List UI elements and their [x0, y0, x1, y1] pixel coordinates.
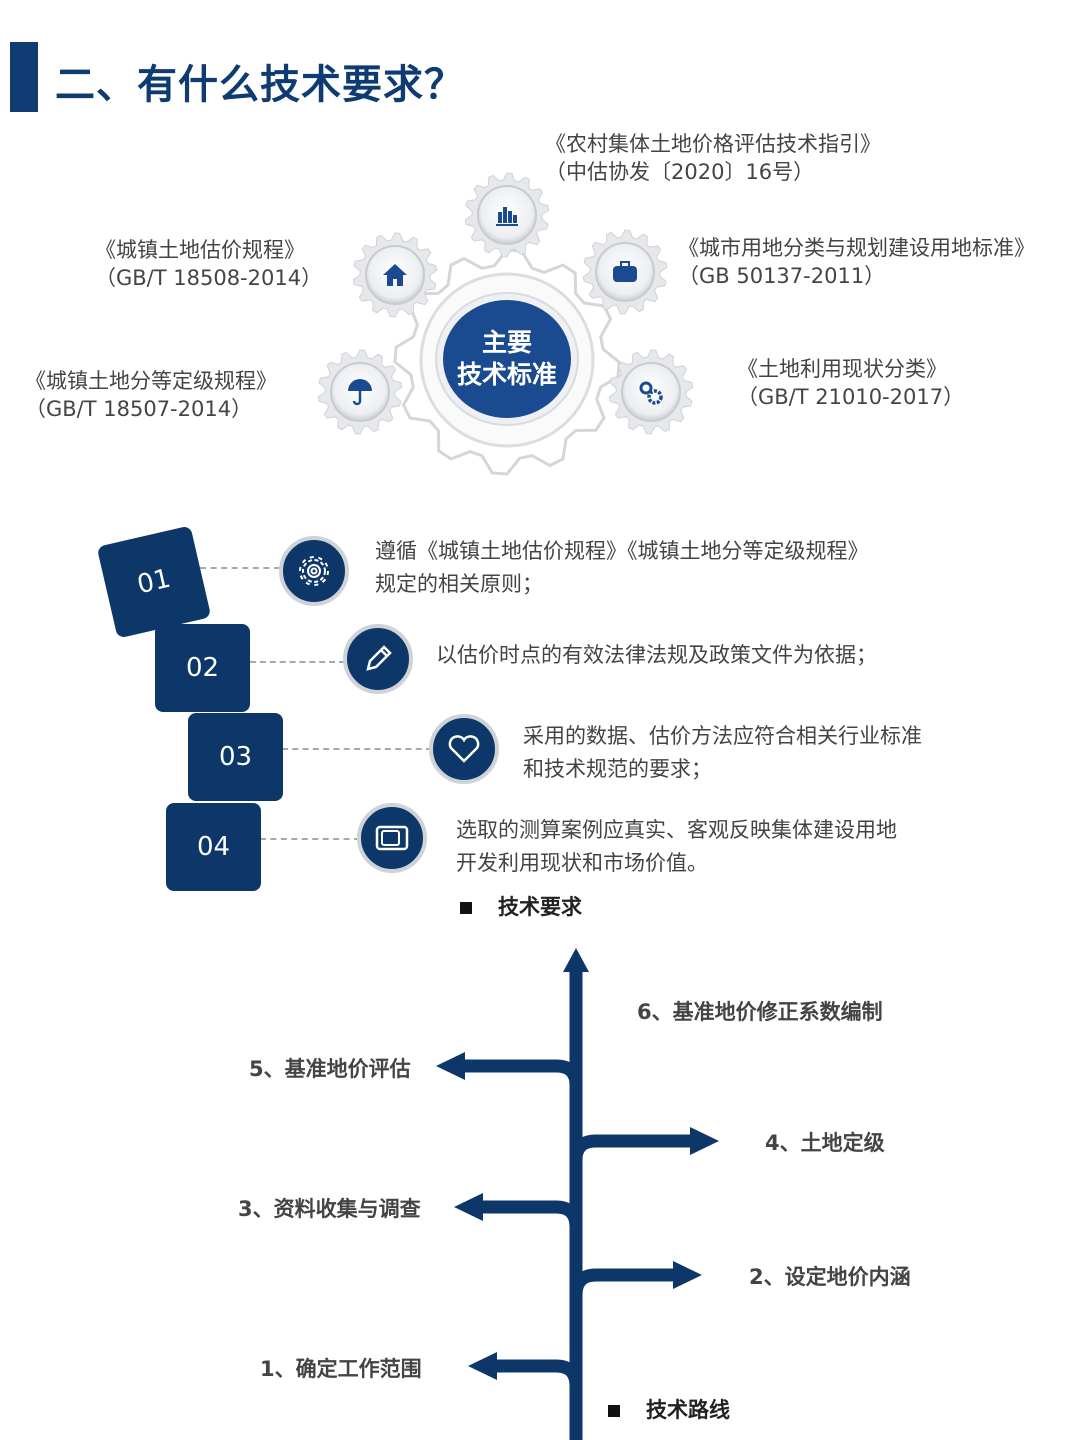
section-label-requirements: 技术要求: [460, 891, 582, 921]
requirement-text: 以估价时点的有效法律法规及政策文件为依据；: [436, 643, 877, 667]
bar-chart-icon: [496, 207, 518, 226]
roadmap-step-2: 2、设定地价内涵: [749, 1265, 911, 1289]
requirement-text: 遵循《城镇土地估价规程》《城镇土地分等定级规程》规定的相关原则；: [375, 539, 869, 596]
roadmap-step-6: 6、基准地价修正系数编制: [637, 1000, 883, 1024]
requirement-text: 选取的测算案例应真实、客观反映集体建设用地开发利用现状和市场价值。: [456, 818, 897, 875]
standard-item: 《农村集体土地价格评估技术指引》（中估协发〔2020〕16号）: [545, 132, 881, 184]
page-title: 二、有什么技术要求？: [55, 62, 465, 108]
branch-3: [478, 1200, 583, 1228]
roadmap-step-1: 1、确定工作范围: [260, 1357, 422, 1381]
roadmap-diagram: [436, 948, 719, 1440]
briefcase-icon: [613, 261, 637, 282]
roadmap-step-4: 4、土地定级: [765, 1131, 885, 1155]
standard-item: 《城镇土地分等定级规程》（GB/T 18507-2014）: [25, 369, 277, 421]
connector-line: [260, 838, 360, 840]
gear-icon: [279, 536, 349, 606]
standard-item: 《城市用地分类与规划建设用地标准》（GB 50137-2011）: [678, 236, 1035, 288]
title-accent-bar: [10, 42, 38, 112]
umbrella-icon: [348, 379, 372, 406]
heart-icon: [429, 714, 499, 784]
center-label-line1: 主要: [481, 328, 532, 357]
arrowhead-2: [673, 1261, 702, 1289]
number-badge-03: 03: [188, 713, 283, 801]
branch-1: [492, 1359, 583, 1387]
main-standards-badge: 主要 技术标准: [443, 300, 571, 418]
connector-line: [250, 661, 345, 663]
branch-5: [460, 1059, 583, 1086]
arrow-up: [563, 948, 589, 972]
arrowhead-1: [468, 1352, 497, 1380]
gears-icon: [639, 381, 663, 405]
number-badge-04: 04: [166, 803, 261, 891]
requirement-text: 采用的数据、估价方法应符合相关行业标准和技术规范的要求；: [523, 724, 922, 781]
pencil-icon: [343, 624, 413, 694]
branch-2: [569, 1268, 678, 1296]
house-icon: [383, 264, 407, 286]
bullet-square: [460, 902, 472, 914]
roadmap-step-3: 3、资料收集与调查: [238, 1197, 421, 1221]
number-badge-02: 02: [155, 624, 250, 712]
number-badge-01: 01: [96, 525, 212, 639]
tv-icon: [357, 803, 427, 873]
arrowhead-5: [436, 1052, 465, 1080]
arrowhead-3: [454, 1193, 483, 1221]
connector-line: [282, 748, 432, 750]
bullet-square: [608, 1405, 620, 1417]
section-label-roadmap: 技术路线: [608, 1394, 730, 1424]
branch-4: [569, 1134, 695, 1161]
center-label-line2: 技术标准: [456, 360, 557, 389]
connector-line: [200, 567, 280, 569]
arrowhead-4: [690, 1127, 719, 1155]
roadmap-step-5: 5、基准地价评估: [249, 1057, 411, 1081]
standard-item: 《城镇土地估价规程》（GB/T 18508-2014）: [95, 238, 323, 290]
standard-item: 《土地利用现状分类》（GB/T 21010-2017）: [737, 357, 965, 409]
